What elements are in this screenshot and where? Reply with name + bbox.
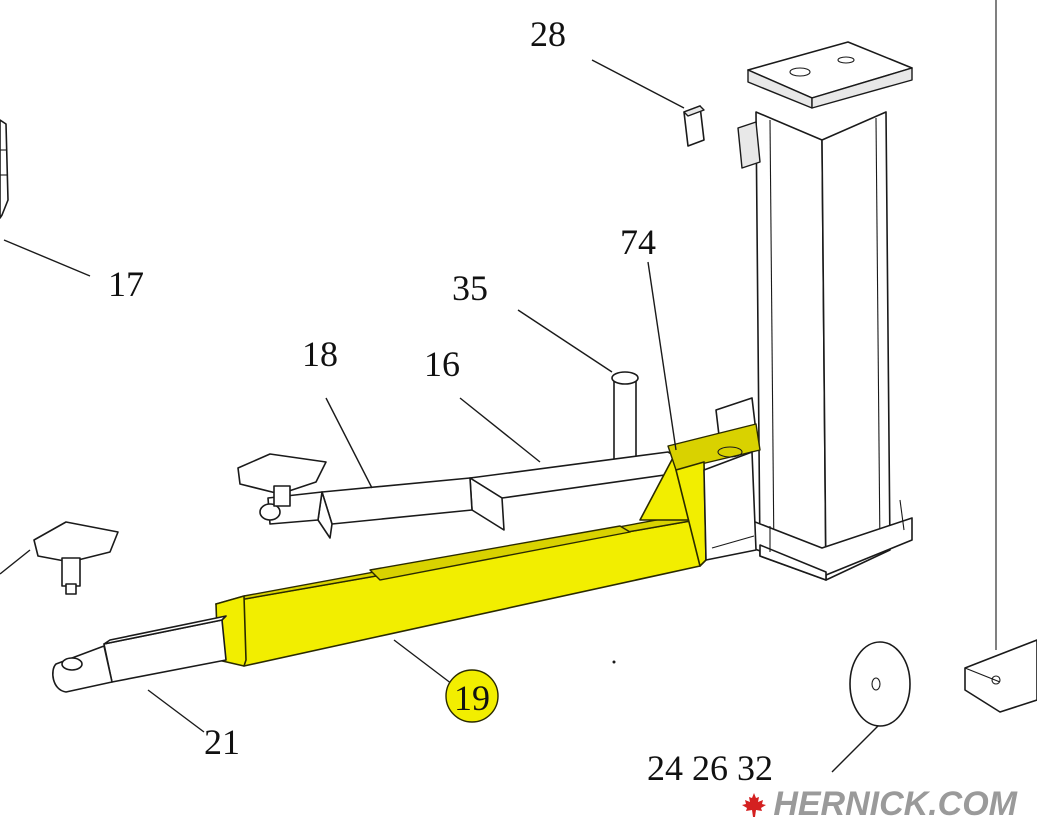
leader-21 [147, 689, 205, 733]
leader-28 [591, 59, 685, 109]
callout-74: 74 [620, 222, 656, 262]
part-17-cylinder [0, 119, 9, 219]
lift-column [737, 41, 913, 581]
callout-19-circle [445, 669, 499, 723]
hernick-watermark: HERNICK.COM [741, 785, 1017, 824]
leader-74 [647, 261, 677, 451]
part-35-pin [611, 371, 639, 469]
maple-leaf-icon [742, 792, 767, 817]
part-21-extension [52, 615, 227, 693]
base-plate [964, 639, 1037, 713]
leader-washer [831, 725, 879, 773]
callout-18: 18 [302, 334, 338, 374]
callout-16: 16 [424, 344, 460, 384]
callout-35: 35 [452, 268, 488, 308]
leader-16 [459, 397, 541, 463]
front-lift-pad [33, 521, 119, 595]
callout-19: 19 [454, 678, 490, 718]
callout-21: 21 [204, 722, 240, 762]
rear-arm-assembly [237, 451, 701, 539]
part-19-arm-highlighted [215, 423, 761, 667]
leader-front-pad [0, 549, 31, 575]
leader-35 [517, 309, 613, 373]
callout-17: 17 [108, 264, 144, 304]
part-24-26-32-washer [849, 641, 911, 727]
stray-dot [612, 660, 616, 664]
leader-17 [3, 239, 91, 277]
callout-28: 28 [530, 14, 566, 54]
leader-18 [325, 397, 373, 489]
arm-column-connector [703, 451, 757, 561]
watermark-text: HERNICK.COM [773, 785, 1017, 823]
leader-19 [393, 639, 453, 685]
part-28-block [683, 105, 705, 147]
callout-24-26-32: 24 26 32 [647, 748, 773, 788]
